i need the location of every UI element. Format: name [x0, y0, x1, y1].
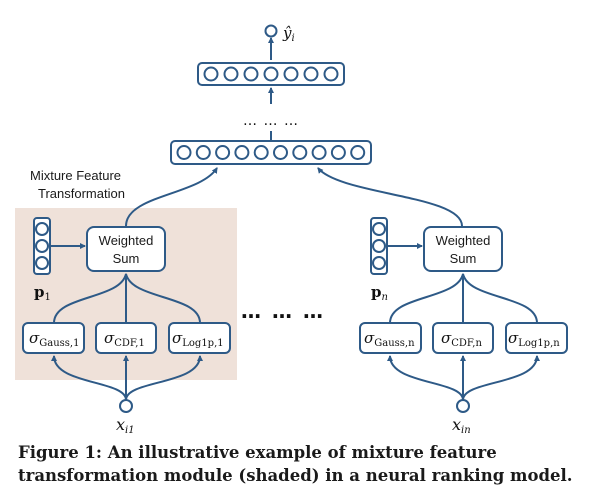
module-title-line1: Mixture Feature [30, 168, 121, 183]
layers-ellipsis: … … … [243, 113, 299, 129]
arrow-xi1-to-gauss [51, 355, 127, 401]
figure-caption: Figure 1: An illustrative example of mix… [18, 443, 573, 485]
hidden-layer-node [273, 145, 288, 160]
svg-text:σCDF,n: σCDF,n [441, 329, 482, 349]
weight-node-pn [372, 256, 386, 270]
top-layer-node [283, 66, 299, 82]
arrow-right-block-to-hidden [317, 167, 463, 227]
svg-text:σCDF,1: σCDF,1 [104, 329, 145, 349]
arrow-left-block-to-hidden [125, 167, 218, 227]
hidden-layer-node [234, 145, 250, 160]
transform-gauss-n [359, 322, 422, 354]
input-node-xin [456, 399, 470, 413]
transform-cdf-n [432, 322, 494, 354]
weighted-sum-box-left [86, 226, 166, 272]
output-label: ŷi [282, 24, 295, 44]
transform-log1p-1 [168, 322, 231, 354]
top-layer-node [223, 66, 239, 82]
hidden-layer-node [330, 145, 346, 160]
ranking-model-diagram: Mixture Feature Transformation ŷi … … … … [15, 24, 568, 436]
weight-node-p1 [35, 222, 49, 236]
top-layer-node [243, 66, 259, 82]
weight-node-p1 [35, 239, 49, 253]
hidden-layer-node [311, 145, 327, 160]
svg-text:σLog1p,1: σLog1p,1 [172, 329, 224, 349]
curve-log1pn-to-sum [462, 273, 538, 324]
svg-text:σLog1p,n: σLog1p,n [508, 329, 560, 349]
hidden-layer-node [176, 145, 192, 160]
p1-label: p1 [34, 283, 51, 303]
transform-log1p-n [505, 322, 568, 354]
pn-label: pn [371, 283, 388, 303]
weighted-sum-box-right [423, 226, 503, 272]
module-title-line2: Transformation [38, 186, 125, 201]
transform-gauss-1 [22, 322, 85, 354]
arrow-xi1-to-log1p [125, 355, 203, 401]
curve-log1p1-to-sum [125, 273, 201, 324]
output-node [264, 24, 278, 38]
right-mixture-block: pn Weighted Sum σGauss,n σCDF,n σLog1p,n… [359, 217, 568, 436]
curve-gauss1-to-sum [53, 273, 127, 324]
weight-node-p1 [35, 256, 49, 270]
curve-gaussn-to-sum [389, 273, 464, 324]
hidden-layer-nodes [176, 145, 366, 160]
blocks-ellipsis: … … … [241, 299, 325, 323]
left-mixture-block: p1 Weighted Sum σGauss,1 σCDF,1 σLog1p,1… [22, 217, 231, 436]
hidden-layer-node [292, 145, 308, 160]
weighted-sum-left-line2: Sum [113, 251, 140, 266]
weighted-sum-right-line1: Weighted [436, 233, 491, 248]
top-layer-node [303, 66, 319, 82]
top-layer-nodes [203, 66, 339, 82]
top-layer-node [263, 66, 279, 82]
weighted-sum-right-line2: Sum [450, 251, 477, 266]
input-node-xi1 [119, 399, 133, 413]
hidden-layer-node [350, 145, 366, 160]
weighted-sum-left-line1: Weighted [99, 233, 154, 248]
weight-node-pn [372, 239, 386, 253]
arrow-xin-to-log1p [462, 355, 540, 401]
hidden-layer-node [253, 145, 269, 160]
weight-node-pn [372, 222, 386, 236]
top-layer-node [323, 66, 339, 82]
top-layer-node [203, 66, 219, 82]
hidden-layer-node [215, 145, 231, 160]
transform-cdf-1 [95, 322, 157, 354]
input-label-xi1: xi1 [116, 415, 135, 436]
input-label-xin: xin [452, 415, 471, 436]
arrow-xin-to-gauss [387, 355, 464, 401]
svg-text:σGauss,1: σGauss,1 [29, 329, 79, 349]
hidden-layer-node [195, 145, 211, 160]
svg-text:σGauss,n: σGauss,n [364, 329, 415, 349]
